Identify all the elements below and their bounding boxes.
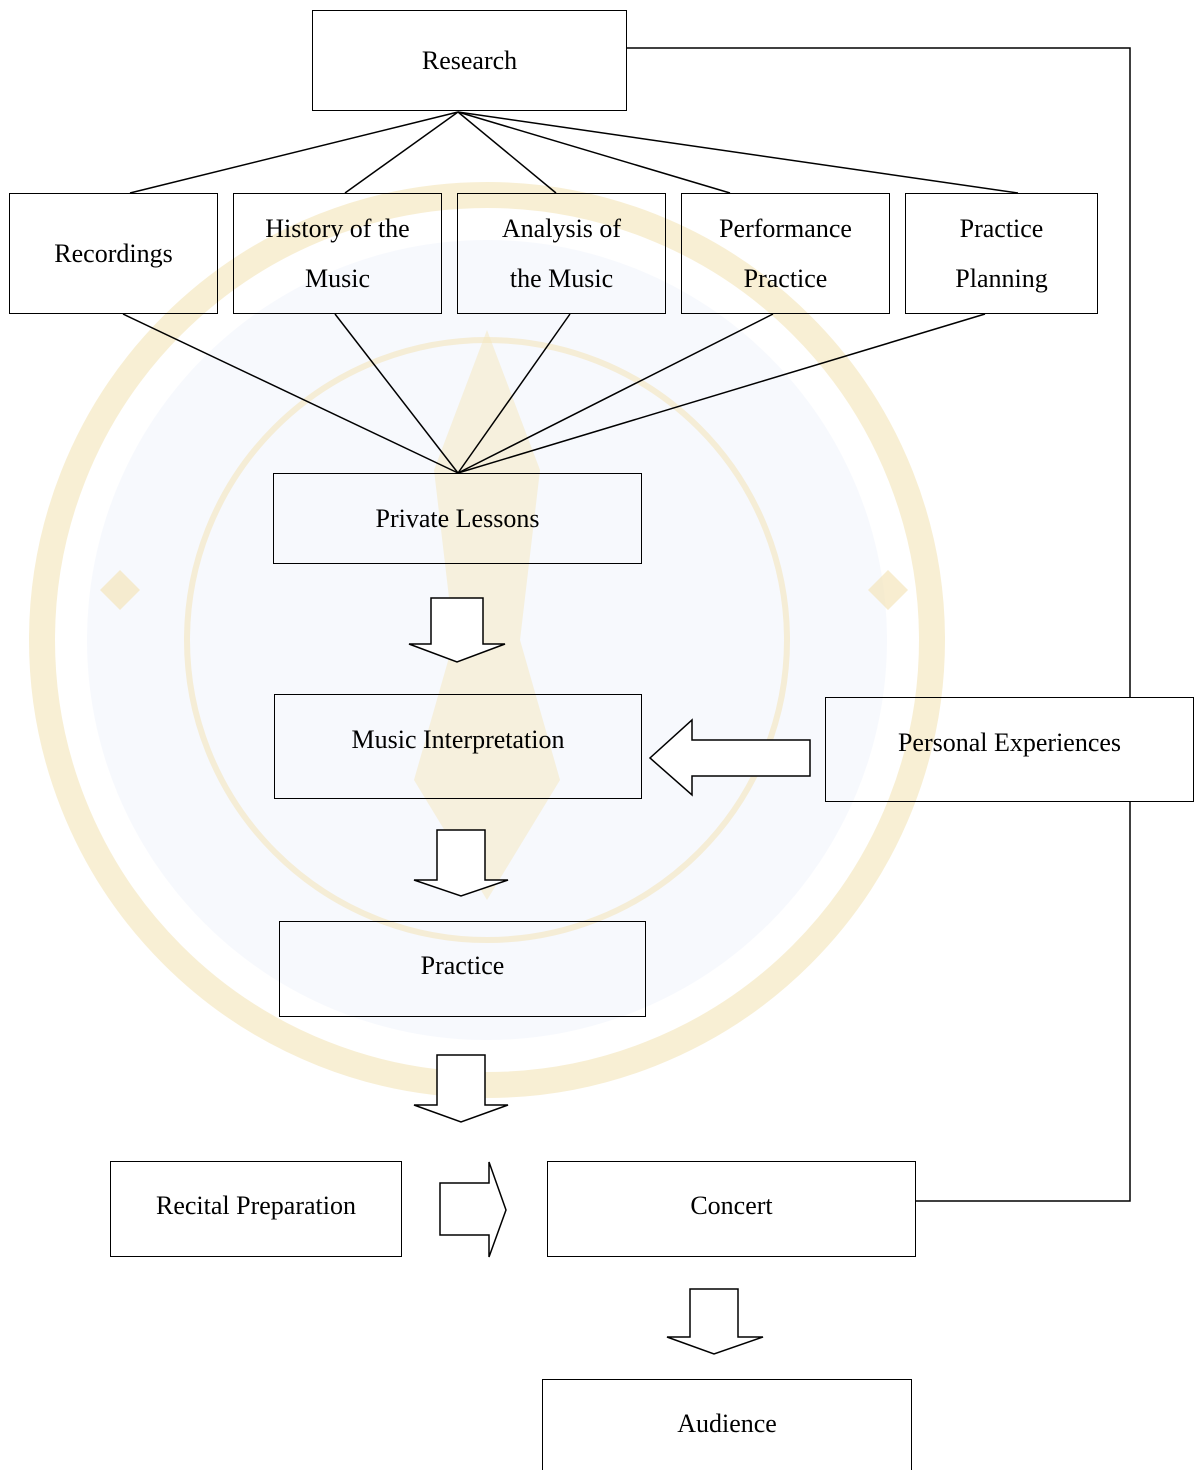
node-recital-preparation-label: Recital Preparation — [156, 1191, 356, 1220]
node-performance-label: Performance Practice — [719, 213, 852, 293]
node-audience: Audience — [542, 1379, 912, 1470]
edge-research-experiences — [627, 47, 1131, 697]
node-research-label: Research — [421, 45, 518, 75]
node-audience-label: Audience — [677, 1409, 777, 1438]
node-planning: Practice Planning — [905, 193, 1098, 314]
node-personal-experiences-label: Personal Experiences — [897, 727, 1122, 757]
edge-planning-lessons — [457, 313, 986, 474]
arrow-left-experiences-interpretation — [648, 718, 811, 797]
node-history: History of the Music — [233, 193, 442, 314]
node-planning-label: Practice Planning — [955, 213, 1048, 293]
node-music-interpretation: Music Interpretation — [274, 694, 642, 799]
arrow-down-concert-audience — [666, 1288, 764, 1355]
arrow-down-interpretation-practice — [413, 829, 509, 897]
edge-concert-experiences — [916, 802, 1131, 1202]
node-practice: Practice — [279, 921, 646, 1017]
edge-research-performance — [457, 111, 731, 194]
node-research: Research — [312, 10, 627, 111]
node-recital-preparation: Recital Preparation — [110, 1161, 402, 1257]
node-analysis-label: Analysis of the Music — [501, 213, 622, 293]
node-music-interpretation-label: Music Interpretation — [351, 724, 565, 754]
node-private-lessons: Private Lessons — [273, 473, 642, 564]
edge-research-planning — [457, 111, 1019, 194]
edge-performance-lessons — [457, 313, 774, 474]
node-personal-experiences: Personal Experiences — [825, 697, 1194, 802]
node-concert: Concert — [547, 1161, 916, 1257]
node-recordings: Recordings — [9, 193, 218, 314]
node-history-label: History of the Music — [265, 213, 410, 293]
edge-history-lessons — [334, 313, 459, 474]
node-practice-label: Practice — [420, 951, 505, 980]
arrow-down-practice-recital — [413, 1054, 509, 1123]
node-recordings-label: Recordings — [54, 238, 173, 268]
edge-recordings-lessons — [122, 313, 459, 474]
node-analysis: Analysis of the Music — [457, 193, 666, 314]
node-private-lessons-label: Private Lessons — [375, 503, 540, 533]
node-performance: Performance Practice — [681, 193, 890, 314]
arrow-down-lessons-interpretation — [408, 597, 506, 663]
edge-research-history — [344, 111, 459, 194]
edge-research-analysis — [457, 111, 557, 194]
edge-research-recordings — [129, 111, 459, 194]
node-concert-label: Concert — [690, 1191, 773, 1220]
arrow-right-recital-concert — [439, 1161, 507, 1258]
edge-analysis-lessons — [457, 313, 571, 474]
